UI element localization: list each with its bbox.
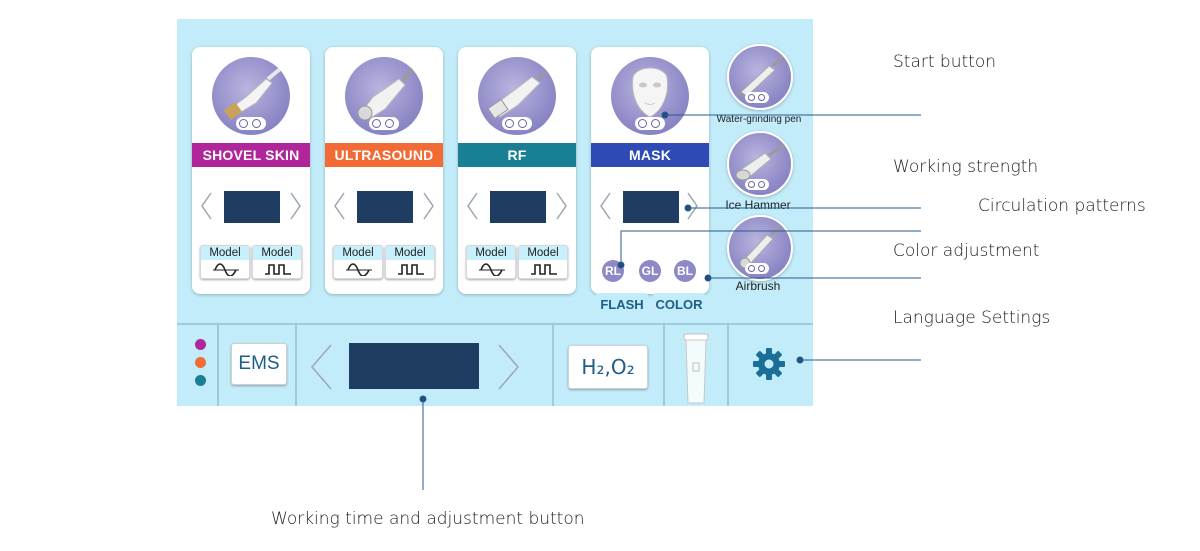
strength-display — [623, 191, 679, 223]
flash-button[interactable]: FLASH — [596, 293, 648, 317]
trash-container-icon[interactable] — [683, 333, 709, 405]
model-label: Model — [519, 246, 567, 260]
shovel-skin-probe-icon[interactable] — [212, 57, 290, 135]
status-dot-orange — [195, 357, 206, 368]
strength-display — [357, 191, 413, 223]
start-toggle[interactable] — [502, 117, 532, 130]
bottom-bar: EMS H₂,O₂ — [177, 323, 813, 406]
strength-display — [224, 191, 280, 223]
chevron-right-icon[interactable] — [423, 192, 435, 220]
mask-probe-icon[interactable] — [611, 57, 689, 135]
rf-probe-icon[interactable] — [478, 57, 556, 135]
model-sine-button[interactable]: Model — [466, 245, 516, 279]
water-grinding-pen-icon[interactable] — [727, 44, 793, 110]
model-label: Model — [467, 246, 515, 260]
square-wave-icon — [265, 264, 291, 275]
airbrush-label: Airbrush — [735, 279, 781, 293]
ice-hammer-label: Ice Hammer — [725, 198, 791, 212]
model-sine-button[interactable]: Model — [200, 245, 250, 279]
chevron-left-icon[interactable] — [599, 192, 611, 220]
model-label: Model — [334, 246, 382, 260]
sine-wave-icon — [213, 263, 239, 276]
sine-wave-icon — [479, 263, 505, 276]
card-label: RF — [458, 143, 576, 167]
square-wave-icon — [531, 264, 557, 275]
h2o2-button[interactable]: H₂,O₂ — [568, 345, 648, 389]
card-ultrasound: ULTRASOUND Model Model — [325, 47, 443, 294]
callout-working-time: Working time and adjustment button — [271, 509, 585, 529]
status-dot-purple — [195, 339, 206, 350]
chevron-left-icon[interactable] — [333, 192, 345, 220]
circulation-bl-button[interactable]: BL — [674, 260, 696, 282]
divider — [727, 325, 729, 406]
model-square-button[interactable]: Model — [252, 245, 302, 279]
chevron-left-icon[interactable] — [200, 192, 212, 220]
chevron-right-icon[interactable] — [687, 192, 699, 220]
card-label: ULTRASOUND — [325, 143, 443, 167]
start-toggle[interactable] — [745, 92, 769, 103]
divider — [663, 325, 665, 406]
ice-hammer-icon[interactable] — [727, 131, 793, 197]
ems-button[interactable]: EMS — [231, 343, 287, 385]
start-toggle[interactable] — [369, 117, 399, 130]
chevron-left-icon[interactable] — [466, 192, 478, 220]
card-rf: RF Model Model — [458, 47, 576, 294]
ultrasound-probe-icon[interactable] — [345, 57, 423, 135]
callout-color-adjustment: Color adjustment — [893, 241, 1040, 261]
callout-circulation-patterns: Circulation patterns — [978, 196, 1146, 216]
status-dot-teal — [195, 375, 206, 386]
chevron-right-icon[interactable] — [290, 192, 302, 220]
start-toggle[interactable] — [745, 263, 769, 274]
chevron-right-icon[interactable] — [556, 192, 568, 220]
card-shovel-skin: SHOVEL SKIN Model Model — [192, 47, 310, 294]
model-square-button[interactable]: Model — [385, 245, 435, 279]
start-toggle[interactable] — [745, 179, 769, 190]
square-wave-icon — [398, 264, 424, 275]
start-toggle[interactable] — [635, 117, 665, 130]
airbrush-icon[interactable] — [727, 215, 793, 281]
water-grinding-pen-label: Water-grinding pen — [716, 114, 802, 125]
strength-display — [490, 191, 546, 223]
start-toggle[interactable] — [236, 117, 266, 130]
callout-language-settings: Language Settings — [893, 308, 1051, 328]
callout-working-strength: Working strength — [893, 157, 1039, 177]
color-button[interactable]: COLOR — [653, 293, 705, 317]
time-decrease-chevron-icon[interactable] — [309, 343, 333, 391]
callout-start-button: Start button — [893, 52, 997, 72]
card-label: MASK — [591, 143, 709, 167]
card-label: SHOVEL SKIN — [192, 143, 310, 167]
model-label: Model — [253, 246, 301, 260]
card-mask: MASK RL GL BL FLASH COLOR — [591, 47, 709, 317]
working-time-display — [349, 343, 479, 389]
divider — [295, 325, 297, 406]
model-label: Model — [386, 246, 434, 260]
divider — [217, 325, 219, 406]
model-sine-button[interactable]: Model — [333, 245, 383, 279]
time-increase-chevron-icon[interactable] — [497, 343, 521, 391]
control-panel: SHOVEL SKIN Model Model ULTRASOUND Model — [177, 19, 813, 406]
circulation-rl-button[interactable]: RL — [602, 260, 624, 282]
model-square-button[interactable]: Model — [518, 245, 568, 279]
model-label: Model — [201, 246, 249, 260]
sine-wave-icon — [346, 263, 372, 276]
circulation-gl-button[interactable]: GL — [639, 260, 661, 282]
divider — [552, 325, 554, 406]
gear-icon[interactable] — [751, 346, 787, 382]
